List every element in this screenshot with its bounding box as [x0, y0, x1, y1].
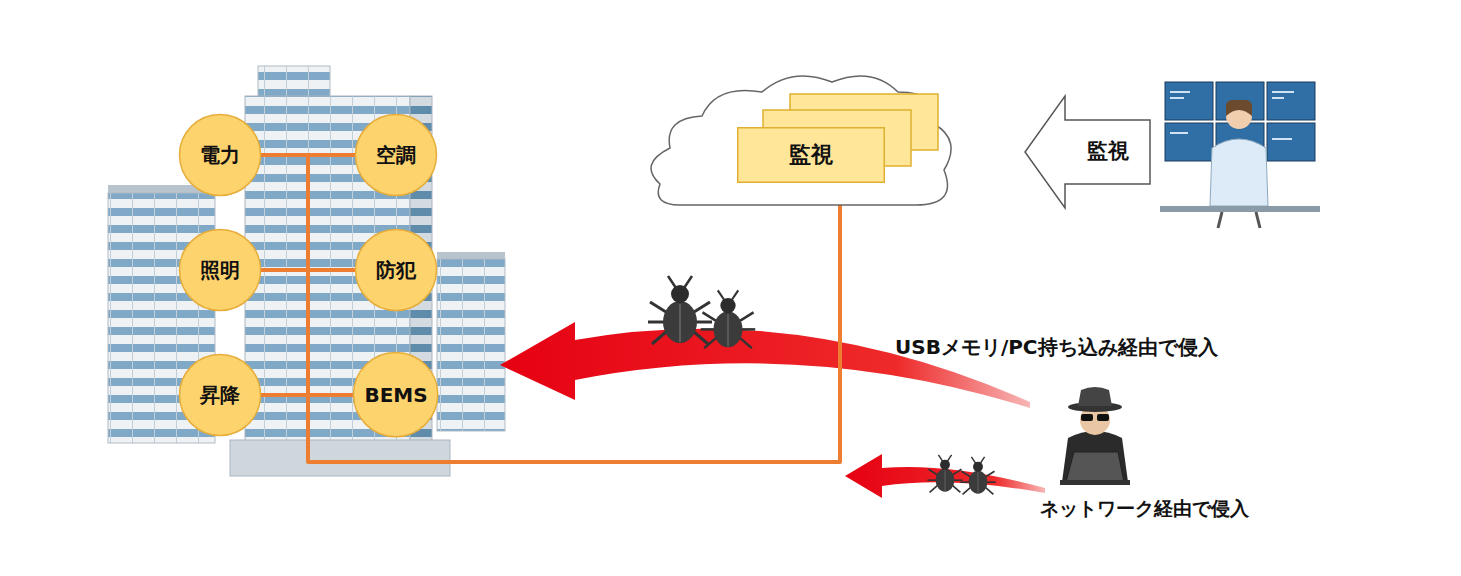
system-circle: 防犯 — [354, 228, 438, 312]
node-text: 照明 — [200, 258, 240, 282]
hacker-illustration — [1060, 387, 1130, 485]
circle-shape — [356, 115, 437, 196]
monitor-arrow — [1025, 96, 1150, 208]
system-circle: 空調 — [354, 113, 438, 197]
system-circle: 電力 — [178, 113, 262, 197]
circle-shape — [180, 115, 261, 196]
monitor — [1165, 82, 1213, 120]
operator-coat — [1210, 139, 1268, 206]
node-text: 昇降 — [200, 383, 240, 407]
hacker-laptop — [1066, 452, 1124, 482]
monitor — [1267, 123, 1315, 161]
node-text: 空調 — [376, 143, 416, 167]
network-line — [262, 270, 308, 395]
intrusion-label: USBメモリ/PC持ち込み経由で侵入 — [895, 335, 1218, 359]
intrusion-arrow-usb — [500, 322, 1030, 408]
intrusion-arrow-network — [845, 454, 1045, 498]
hacker-hat — [1078, 387, 1112, 406]
arrow-label: 監視 — [1087, 139, 1129, 164]
node-text: BEMS — [364, 383, 427, 407]
circle-shape — [354, 353, 438, 437]
operator-hair — [1226, 100, 1252, 116]
monitor — [1267, 82, 1315, 120]
system-circle: 照明 — [178, 228, 262, 312]
operator-illustration — [1160, 82, 1320, 228]
monitor — [1165, 123, 1213, 161]
hacker-laptop-base — [1060, 480, 1130, 485]
node-text: 防犯 — [376, 258, 416, 282]
hacker-glasses — [1081, 414, 1093, 421]
network-line — [262, 155, 308, 270]
circle-shape — [356, 230, 437, 311]
box-shape — [738, 128, 885, 183]
circle-shape — [180, 355, 261, 436]
building-crown — [258, 66, 330, 98]
system-circle: 昇降 — [178, 353, 262, 437]
system-circle: BEMS — [352, 351, 439, 438]
node-text: 監視 — [789, 142, 833, 168]
intrusion-label: ネットワーク経由で侵入 — [1040, 497, 1249, 520]
chair — [1218, 212, 1260, 228]
building-right — [437, 259, 505, 431]
malware-bug — [960, 457, 995, 494]
building-podium — [230, 440, 450, 476]
network-line — [262, 183, 840, 462]
monitor-box: 監視 — [737, 127, 885, 183]
building-roof — [437, 252, 505, 259]
cloud-outline — [651, 76, 951, 205]
screen-lines — [1170, 92, 1294, 139]
malware-bug — [701, 290, 755, 348]
node-text: 電力 — [200, 143, 240, 167]
hacker-glasses — [1097, 414, 1109, 421]
circle-shape — [180, 230, 261, 311]
desk — [1160, 206, 1320, 212]
hacker-body — [1062, 431, 1128, 482]
malware-bug — [648, 276, 712, 344]
malware-bug — [927, 455, 962, 492]
